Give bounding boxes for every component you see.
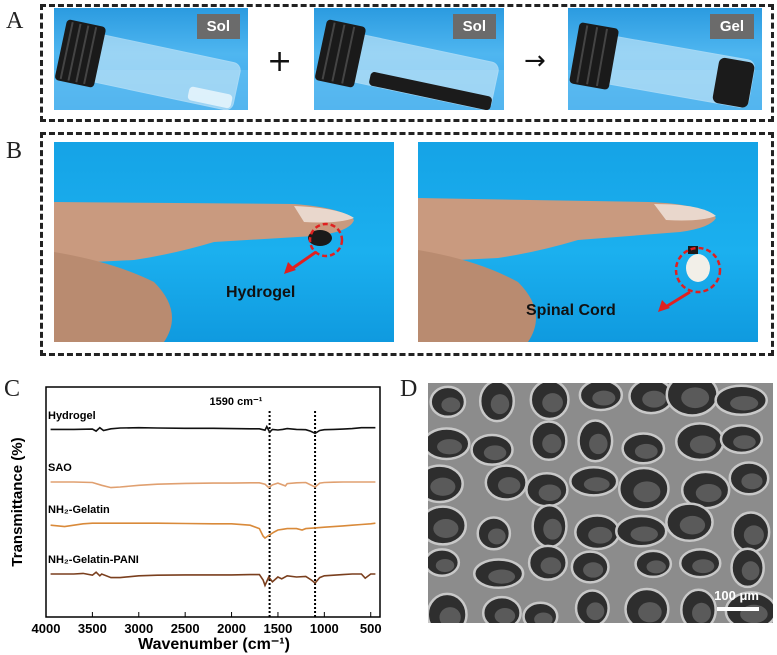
pore-inner [642,390,666,408]
pore-inner [483,445,507,461]
pore-inner [689,435,716,454]
vial-illustration [314,19,504,110]
pore-inner [592,390,616,406]
x-tick-label: 3500 [78,621,107,636]
vial-photo-2: Sol [314,8,504,110]
pore-inner [439,607,461,623]
pore-inner [586,602,605,621]
pore-inner [638,602,662,623]
gel-tag: Gel [709,14,754,39]
x-tick-label: 2500 [171,621,200,636]
pore-inner [733,435,756,449]
pore-inner [743,525,764,545]
pore-inner [588,526,613,544]
scale-bar-label: 100 μm [714,588,759,603]
vial-photo-3: Gel [568,8,762,110]
annotation-1590: 1590 cm⁻¹ [210,396,263,408]
sem-image: 100 μm [428,383,773,623]
pore-inner [540,557,562,575]
pore-inner [692,602,711,623]
series-line [50,522,376,540]
vial-photo-1: Sol [54,8,248,110]
series-label: Hydrogel [48,410,96,422]
series-label: NH₂-Gelatin [48,504,110,516]
reference-lines [268,411,317,617]
pore-inner [589,433,608,455]
panel-b-frame [40,132,774,356]
pore-inner [543,518,562,540]
pore-inner [435,558,455,573]
pore-inner [679,515,706,535]
panel-letter-b: B [6,138,23,164]
pore-inner [741,473,763,490]
pore-inner [433,519,459,538]
hydrogel-label: Hydrogel [226,284,296,301]
series-label: SAO [48,462,72,474]
pore-inner [583,562,604,578]
pore-inner [542,393,563,413]
pore-inner [692,559,715,574]
finger-illustration [418,198,722,342]
finger-photo-spinal-cord: Spinal Cord [418,142,758,342]
pore-inner [741,561,760,581]
x-tick-label: 1500 [263,621,292,636]
pore-inner [634,443,658,459]
pore-inner [538,484,562,501]
pore-inner [630,526,658,542]
x-tick-label: 2000 [217,621,246,636]
arrow-operator: → [524,46,546,76]
series-line [50,571,376,588]
ftir-chart: Transmittance (%) Wavenumber (cm⁻¹) 1590… [9,386,382,653]
sol-tag-1: Sol [196,14,240,39]
pore-inner [490,394,510,415]
plot-frame [45,386,381,618]
pore-inner [681,387,710,409]
x-tick-label: 500 [360,621,382,636]
pore-inner [646,560,666,574]
pore-inner [488,569,516,584]
panel-letter-d: D [400,376,418,402]
y-axis-label: Transmittance (%) [9,437,26,566]
sol-tag-2: Sol [452,14,496,39]
pore-inner [583,477,610,492]
pore-inner [437,439,463,455]
series-label: NH₂-Gelatin-PANI [48,554,139,566]
scale-bar [717,607,759,611]
pore-inner [497,477,521,495]
pore-inner [695,483,722,503]
pore-inner [633,481,661,503]
x-ticks: 4000 3500 3000 2500 2000 1500 1000 500 [32,612,382,636]
finger-illustration [54,202,354,342]
finger-photo-hydrogel: Hydrogel [54,142,394,342]
vial-illustration [54,19,248,110]
x-tick-label: 1000 [310,621,339,636]
pore-inner [487,528,506,545]
pore-inner [542,434,562,454]
series-line [50,481,376,489]
vial-illustration [568,22,762,110]
panel-letter-c: C [4,376,21,402]
x-tick-label: 4000 [32,621,61,636]
x-axis-label: Wavenumber (cm⁻¹) [138,636,290,653]
pore-inner [494,608,516,623]
spectra [50,424,376,588]
panel-a-frame [40,4,774,122]
x-tick-label: 3000 [124,621,153,636]
panel-letter-a: A [6,8,24,34]
spinal-cord-label: Spinal Cord [526,302,616,319]
pore-inner [534,612,553,623]
pore-inner [430,477,456,496]
pore-inner [730,395,759,411]
series-line [50,424,376,435]
plus-operator: + [267,44,293,79]
pore-inner [441,397,461,413]
porous-structure [428,383,773,623]
